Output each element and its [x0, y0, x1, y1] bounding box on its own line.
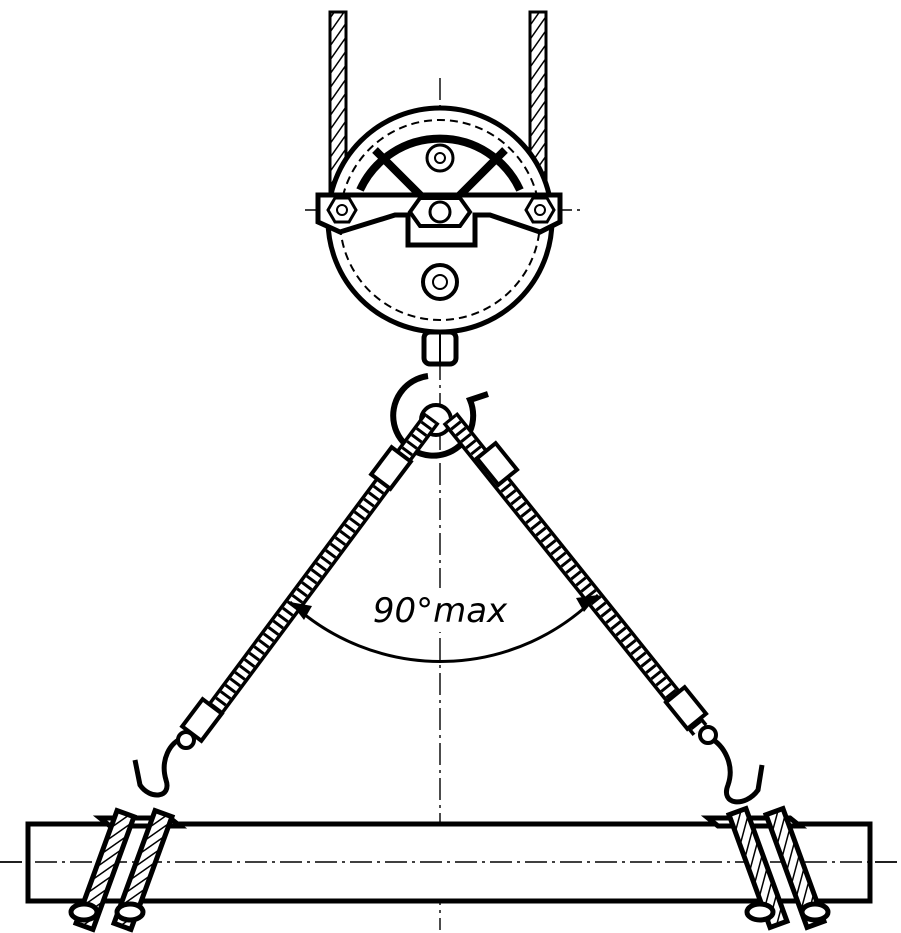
left-wrap-strand-2: [110, 807, 176, 933]
upper-pin-center: [434, 152, 446, 164]
sheave-block: [315, 105, 563, 335]
angle-annotation: 90°max: [288, 588, 600, 663]
left-upper-ferrule: [368, 444, 414, 492]
right-wrap-loop-2: [799, 901, 831, 923]
lower-pin-center: [432, 274, 448, 290]
right-wrap-strand-1: [725, 805, 791, 931]
sheave-spoke-arc: [356, 134, 524, 192]
left-end-hook: [132, 735, 184, 798]
left-wrap-loop-1: [68, 901, 100, 923]
left-bolt: [336, 204, 348, 216]
left-wrap-loop-2: [114, 901, 146, 923]
axle-center: [428, 200, 452, 224]
angle-label: 90°max: [373, 591, 508, 631]
angle-arc: [288, 593, 600, 663]
right-end-hook-eye: [698, 725, 718, 745]
sling-legs: [179, 412, 709, 744]
angle-arrow-right: [576, 595, 598, 612]
left-end-hook-eye: [176, 730, 196, 750]
right-wrap-strand-2: [762, 805, 828, 931]
choker-wraps: [68, 805, 831, 933]
right-wrap-loop-1: [744, 901, 776, 923]
right-end-hook: [708, 735, 765, 805]
angle-arrow-left: [290, 602, 312, 620]
angle-label-background: [362, 588, 518, 632]
left-wrap-strand-1: [72, 807, 138, 933]
right-bolt: [534, 204, 546, 216]
right-upper-ferrule: [474, 440, 520, 488]
end-hooks: [132, 725, 765, 805]
right-lower-ferrule: [663, 684, 709, 732]
